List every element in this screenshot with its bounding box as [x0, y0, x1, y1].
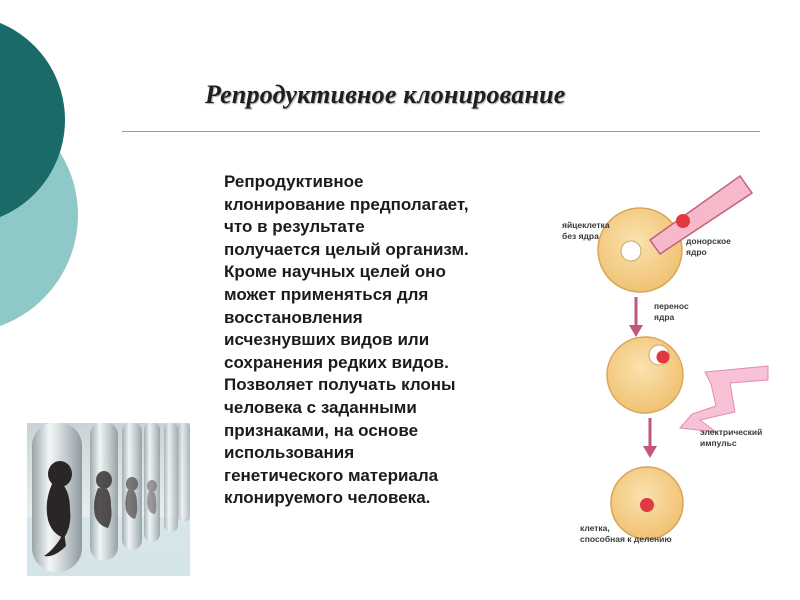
body-line: использования: [224, 443, 355, 463]
donor-pipette: [648, 174, 754, 256]
body-line: получается целый организм.: [224, 239, 469, 259]
slide-body-text: Репродуктивное клонирование предполагает…: [224, 171, 539, 510]
egg-cell-top: [597, 207, 683, 293]
body-line: сохранения редких видов.: [224, 352, 449, 372]
dividing-cell-bottom: [610, 466, 684, 540]
body-line: Кроме научных целей оно: [224, 262, 446, 282]
body-line: клонируемого человека.: [224, 488, 431, 508]
label-donor-nucleus: донорское ядро: [686, 236, 731, 257]
body-line: человека с заданными: [224, 397, 417, 417]
body-line: восстановления: [224, 307, 363, 327]
body-line: Позволяет получать клоны: [224, 375, 456, 395]
embryo-test-tubes-image: [26, 422, 191, 577]
label-electric-pulse: электрический импульс: [700, 427, 763, 448]
body-line: клонирование предполагает,: [224, 194, 469, 214]
body-line: что в результате: [224, 217, 365, 237]
body-line: может применяться для: [224, 284, 429, 304]
decorative-teal-circles: [0, 22, 78, 326]
body-line: Репродуктивное: [224, 172, 364, 191]
lightning-icon: [679, 365, 769, 433]
arrow-down-icon: [643, 418, 657, 458]
body-line: генетического материала: [224, 465, 439, 485]
body-line: исчезнувших видов или: [224, 330, 430, 350]
cloning-diagram: [597, 174, 769, 540]
label-dividing-cell: клетка, способная к делению: [580, 523, 672, 544]
body-line: признаками, на основе: [224, 420, 419, 440]
label-nucleus-transfer: перенос ядра: [654, 301, 689, 322]
arrow-down-icon: [629, 297, 643, 337]
egg-cell-middle: [606, 336, 684, 414]
label-egg-without-nucleus: яйцеклетка без ядра: [562, 220, 610, 241]
slide-title: Репродуктивное клонирование: [205, 80, 566, 109]
title-divider: [122, 131, 760, 132]
